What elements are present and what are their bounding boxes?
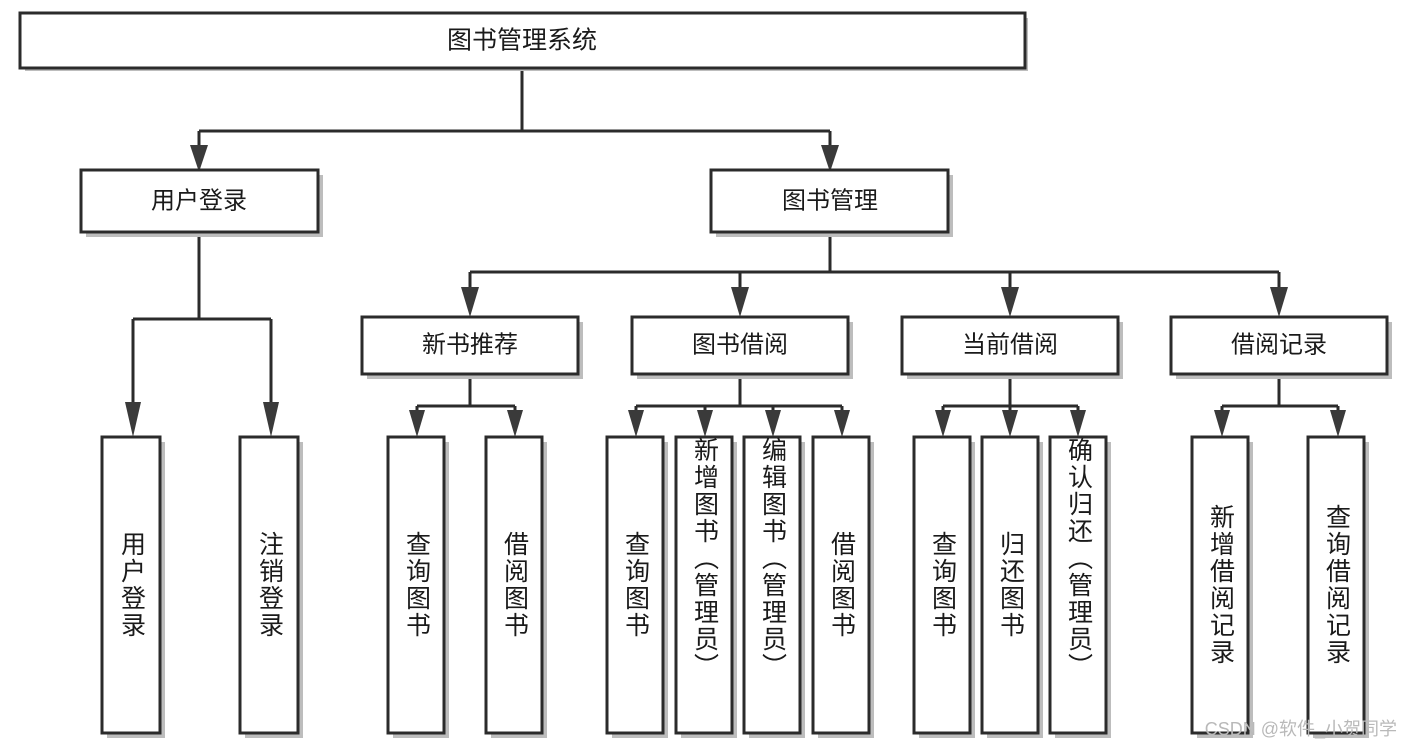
node-leaf-add-book[interactable] bbox=[674, 435, 737, 738]
leaf-query-book-2-box bbox=[605, 435, 665, 735]
leaf-query-book-3-box bbox=[912, 435, 972, 735]
leaf-borrow-book-1-box bbox=[484, 435, 544, 735]
node-leaf-borrow-book-2[interactable] bbox=[811, 435, 874, 738]
arrowhead-borrow-record bbox=[1270, 287, 1288, 317]
node-book-management[interactable]: 图书管理 bbox=[709, 168, 953, 237]
leaf-add-book-box bbox=[674, 435, 734, 735]
current-borrow-box bbox=[900, 315, 1120, 376]
borrow-record-box bbox=[1169, 315, 1389, 376]
root-box bbox=[18, 11, 1027, 70]
node-leaf-return-book[interactable] bbox=[980, 435, 1043, 738]
new-book-recommend-box bbox=[360, 315, 580, 376]
arrowhead-leaf-add-record bbox=[1214, 410, 1230, 437]
node-leaf-edit-book[interactable] bbox=[742, 435, 805, 738]
borrow-record-label: 借阅记录 bbox=[1231, 331, 1327, 358]
node-current-borrow[interactable]: 当前借阅 bbox=[900, 315, 1123, 379]
book-borrow-box bbox=[630, 315, 850, 376]
arrowhead-leaf-add-book bbox=[697, 410, 713, 437]
leaf-borrow-book-2-box bbox=[811, 435, 871, 735]
current-borrow-label: 当前借阅 bbox=[962, 331, 1058, 358]
connector-layer bbox=[125, 68, 1346, 437]
arrowhead-leaf-query-record bbox=[1330, 410, 1346, 437]
node-leaf-borrow-book-1[interactable] bbox=[484, 435, 547, 738]
arrowhead-user-login bbox=[190, 145, 208, 172]
node-borrow-record[interactable]: 借阅记录 bbox=[1169, 315, 1392, 379]
arrowhead-leaf-query-book-2 bbox=[628, 410, 644, 437]
arrowhead-leaf-borrow-book-2 bbox=[834, 410, 850, 437]
arrowhead-leaf-confirm-return bbox=[1070, 410, 1086, 437]
leaf-logout-login-box bbox=[238, 435, 300, 735]
node-leaf-query-book-3[interactable] bbox=[912, 435, 975, 738]
node-new-book-recommend[interactable]: 新书推荐 bbox=[360, 315, 583, 379]
arrowhead-leaf-logout-login bbox=[263, 402, 279, 437]
node-leaf-logout-login[interactable] bbox=[238, 435, 303, 738]
root-label: 图书管理系统 bbox=[447, 27, 597, 55]
user-login-box bbox=[79, 168, 320, 234]
leaf-user-login-box bbox=[100, 435, 162, 735]
node-book-borrow[interactable]: 图书借阅 bbox=[630, 315, 853, 379]
arrowhead-leaf-return-book bbox=[1002, 410, 1018, 437]
arrowhead-book-borrow bbox=[731, 287, 749, 317]
node-leaf-add-record[interactable] bbox=[1190, 435, 1253, 738]
arrowhead-current-borrow bbox=[1001, 287, 1019, 317]
leaf-add-record-box bbox=[1190, 435, 1250, 735]
leaf-boxes-layer bbox=[100, 435, 1369, 738]
arrowhead-leaf-borrow-book-1 bbox=[507, 410, 523, 437]
node-leaf-query-record[interactable] bbox=[1306, 435, 1369, 738]
arrowhead-book-management bbox=[821, 145, 839, 172]
arrowhead-leaf-user-login bbox=[125, 402, 141, 437]
node-leaf-query-book-1[interactable] bbox=[386, 435, 449, 738]
node-leaf-query-book-2[interactable] bbox=[605, 435, 668, 738]
arrowhead-leaf-query-book-3 bbox=[935, 410, 951, 437]
book-management-box bbox=[709, 168, 950, 234]
leaf-return-book-box bbox=[980, 435, 1040, 735]
arrowhead-leaf-query-book-1 bbox=[409, 410, 425, 437]
leaf-confirm-return-box bbox=[1048, 435, 1108, 735]
leaf-query-book-1-box bbox=[386, 435, 446, 735]
node-root[interactable]: 图书管理系统 bbox=[18, 11, 1028, 71]
new-book-recommend-label: 新书推荐 bbox=[422, 331, 518, 358]
book-borrow-label: 图书借阅 bbox=[692, 331, 788, 358]
arrowhead-new-book-recommend bbox=[461, 287, 479, 317]
user-login-label: 用户登录 bbox=[151, 187, 247, 214]
leaf-edit-book-box bbox=[742, 435, 802, 735]
node-user-login[interactable]: 用户登录 bbox=[79, 168, 323, 237]
book-management-label: 图书管理 bbox=[782, 187, 878, 214]
node-leaf-user-login[interactable] bbox=[100, 435, 165, 738]
arrowhead-leaf-edit-book bbox=[765, 410, 781, 437]
leaf-query-record-box bbox=[1306, 435, 1366, 735]
node-leaf-confirm-return[interactable] bbox=[1048, 435, 1111, 738]
csdn-watermark: CSDN @软件_小贺同学 bbox=[1204, 719, 1397, 739]
